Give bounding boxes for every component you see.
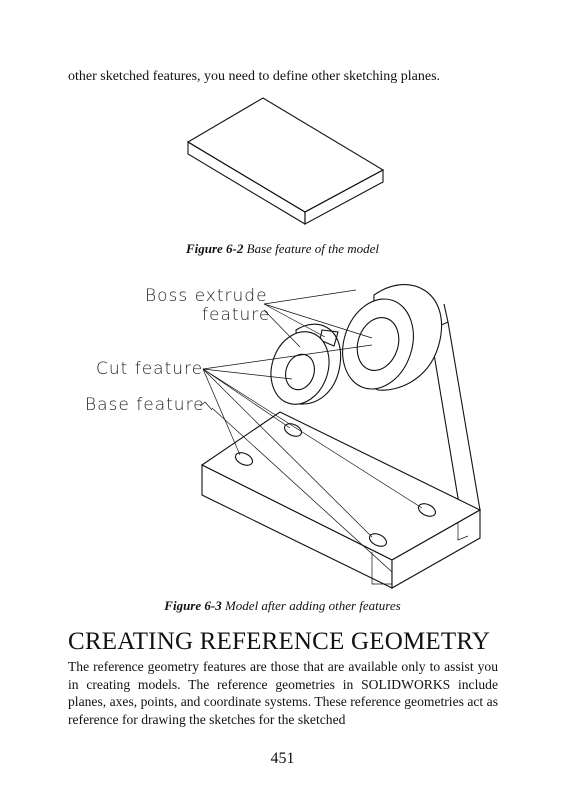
leader-lines-base [199, 401, 393, 573]
intro-paragraph: other sketched features, you need to def… [68, 69, 441, 84]
callout-cut: Cut feature [96, 359, 203, 379]
section-heading: CREATING REFERENCE GEOMETRY [68, 628, 491, 655]
callout-boss-line1: Boss extrude [145, 286, 268, 306]
hole-4 [368, 533, 388, 547]
hole-1 [234, 452, 254, 466]
page-number: 451 [270, 750, 295, 767]
figure-6-3-caption: Figure 6-3 Model after adding other feat… [0, 598, 565, 614]
figure-6-2-caption-text: Base feature of the model [246, 241, 380, 256]
callout-base: Base feature [85, 395, 205, 415]
figure-6-2-base-block [186, 97, 385, 225]
callout-boss-line2: feature [202, 305, 270, 325]
figure-6-3-label: Figure 6-3 [164, 598, 222, 613]
body-paragraph: The reference geometry features are thos… [68, 659, 498, 727]
figure-6-3-caption-text: Model after adding other features [224, 598, 401, 613]
figure-6-3-model: Boss extrude feature Cut feature Base fe… [85, 284, 482, 589]
figure-6-2-label: Figure 6-2 [185, 241, 244, 256]
leader-lines-boss [263, 289, 373, 348]
hole-2 [283, 423, 303, 437]
figure-6-2-caption: Figure 6-2 Base feature of the model [0, 241, 565, 257]
leader-lines-cut [202, 344, 423, 538]
